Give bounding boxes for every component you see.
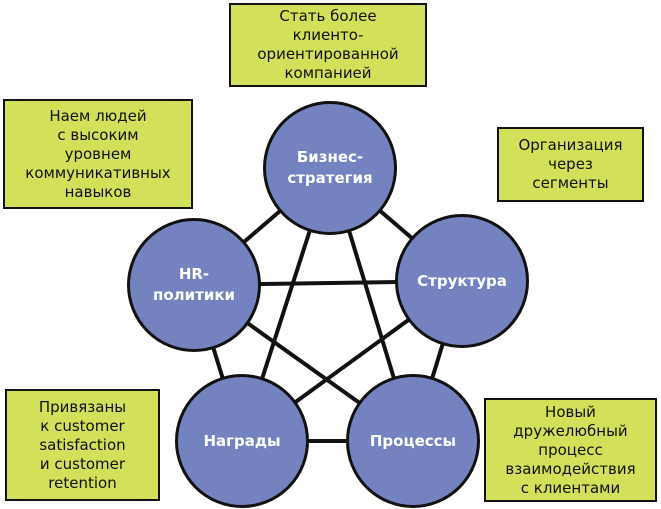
processes-note: Новый дружелюбный процесс взаимодействия… — [484, 398, 657, 502]
node-hr: HR- политики — [127, 218, 261, 352]
node-processes: Процессы — [346, 374, 480, 508]
node-strategy: Бизнес- стратегия — [263, 101, 397, 235]
node-structure: Структура — [395, 214, 529, 348]
rewards-note: Привязаны к customer satisfaction и cust… — [5, 389, 160, 501]
structure-note: Организация через сегменты — [497, 127, 644, 202]
node-rewards: Награды — [175, 374, 309, 508]
strategy-note: Стать более клиенто- ориентированной ком… — [229, 3, 427, 87]
hr-note: Наем людей с высоким уровнем коммуникати… — [3, 99, 193, 209]
